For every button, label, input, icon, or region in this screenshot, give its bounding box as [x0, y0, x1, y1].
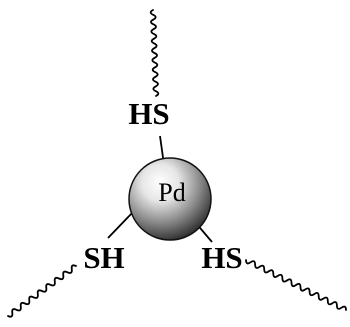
pd-sphere: [128, 157, 212, 241]
wavy-chain-bottom-left: [7, 264, 77, 318]
wavy-chain-bottom-right: [245, 259, 347, 311]
pd-label: Pd: [158, 178, 185, 207]
bond-bottom-left: [107, 211, 134, 239]
ligand-label-bottom-right: HS: [201, 240, 242, 275]
wavy-chain-top: [149, 9, 160, 97]
ligand-label-top: HS: [128, 96, 169, 131]
ligand-label-bottom-left: SH: [83, 240, 124, 275]
